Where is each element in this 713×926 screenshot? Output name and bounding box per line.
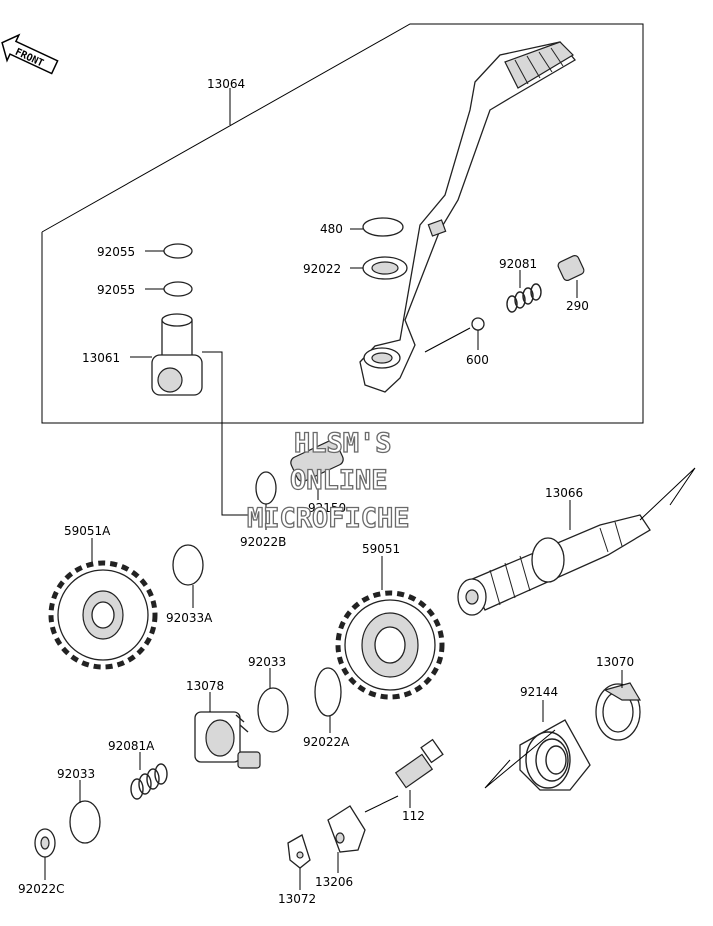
circlip-92033-lower [69, 800, 101, 844]
plate-13072 [287, 834, 311, 869]
label-59051: 59051 [362, 542, 400, 556]
ratchet-13078 [194, 711, 261, 769]
spring-92081 [506, 283, 542, 313]
label-290: 290 [566, 299, 589, 313]
label-13070: 13070 [596, 655, 634, 669]
spring-92144 [519, 719, 591, 791]
ring-480 [362, 217, 404, 237]
cap-290 [557, 255, 585, 281]
collar-92150 [290, 440, 344, 482]
label-92022a: 92022A [303, 735, 350, 749]
gear-59051 [335, 590, 445, 700]
label-92022: 92022 [303, 262, 341, 276]
gear-59051a [48, 560, 158, 670]
label-92033: 92033 [248, 655, 286, 669]
kick-pedal-lever [359, 41, 576, 393]
label-92022c: 92022C [18, 882, 65, 896]
label-92144: 92144 [520, 685, 558, 699]
spring-92081a [130, 763, 168, 800]
label-92033a: 92033A [166, 611, 213, 625]
watermark-line-1: HLSM'S [294, 428, 392, 459]
label-13206: 13206 [315, 875, 353, 889]
label-92055-lower: 92055 [97, 283, 135, 297]
label-59051a: 59051A [64, 524, 111, 538]
guide-13070 [595, 682, 642, 741]
watermark-line-3: MICROFICHE [247, 503, 410, 534]
label-480: 480 [320, 222, 343, 236]
circlip-92033 [257, 687, 289, 733]
label-13061: 13061 [82, 351, 120, 365]
label-112: 112 [402, 809, 425, 823]
label-13064: 13064 [207, 77, 245, 91]
washer-92022a [314, 667, 342, 717]
bolt-112 [394, 738, 444, 789]
label-13066: 13066 [545, 486, 583, 500]
washer-92022b [255, 471, 277, 505]
kick-shaft-shaft [151, 313, 203, 396]
plate-13206 [327, 805, 366, 853]
label-13072: 13072 [278, 892, 316, 906]
o-ring-lower [163, 281, 193, 297]
circlip-92033a [172, 544, 204, 586]
watermark-line-2: ONLINE [290, 465, 388, 496]
kick-shaft-13066 [457, 514, 651, 616]
front-arrow-icon: FRONT [1, 33, 59, 75]
label-92055-upper: 92055 [97, 245, 135, 259]
label-92033-lower: 92033 [57, 767, 95, 781]
label-13078: 13078 [186, 679, 224, 693]
label-92150: 92150 [308, 501, 346, 515]
ball-600 [471, 317, 485, 331]
kick-pedal-assembly-box [41, 23, 644, 424]
label-92081a: 92081A [108, 739, 155, 753]
label-600: 600 [466, 353, 489, 367]
label-92081: 92081 [499, 257, 537, 271]
label-92022b: 92022B [240, 535, 286, 549]
o-ring-upper [163, 243, 193, 259]
